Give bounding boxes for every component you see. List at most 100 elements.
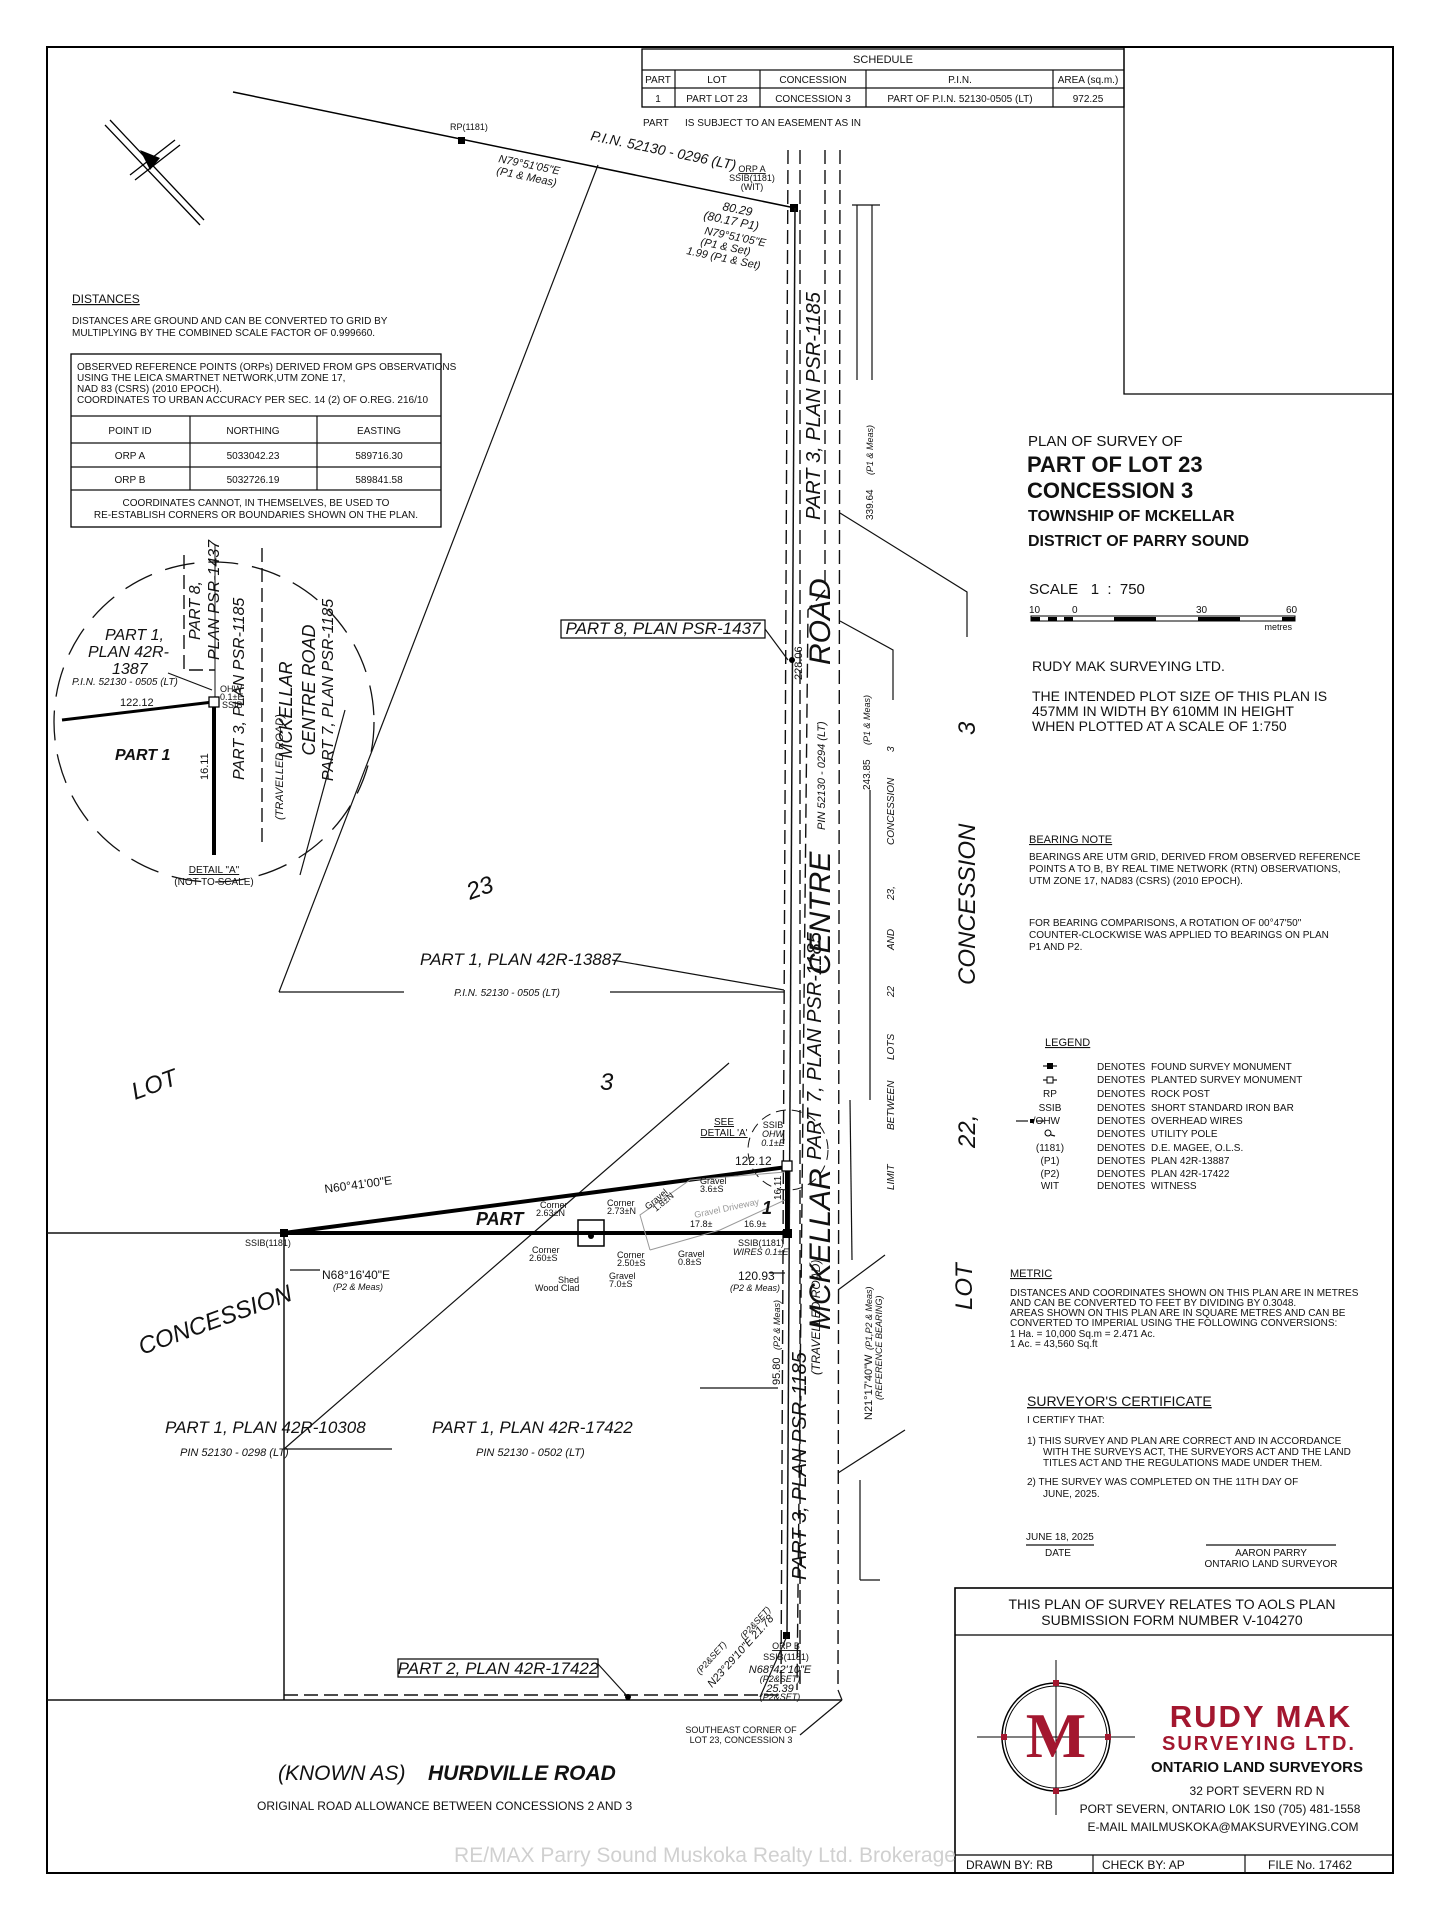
certificate-line: 1) THIS SURVEY AND PLAN ARE CORRECT AND …: [1027, 1436, 1342, 1447]
map-shed-note: Corner: [617, 1250, 645, 1260]
north-arrow-icon: [104, 119, 205, 226]
map-bearing: N68°42'10"E: [749, 1664, 812, 1676]
title-line: CONCESSION 3: [1027, 478, 1193, 503]
bearing-note-line: FOR BEARING COMPARISONS, A ROTATION OF 0…: [1029, 918, 1302, 929]
scale-tick: 30: [1196, 605, 1208, 616]
map-parcel-label: PART 8, PLAN PSR-1437: [566, 619, 762, 638]
map-corner-note: SOUTHEAST CORNER OF: [685, 1725, 797, 1735]
scale-bar: SCALE 1 : 750 10 0 30 60 metres: [1029, 581, 1298, 632]
aols-note-line: THIS PLAN OF SURVEY RELATES TO AOLS PLAN: [1008, 1596, 1335, 1612]
map-distance: 120.93: [738, 1269, 775, 1283]
map-concession-word: CONCESSION: [954, 823, 981, 985]
map-label: SSIB(1181): [245, 1238, 291, 1248]
company-logo: M: [977, 1660, 1135, 1815]
boundary-linework: [47, 91, 968, 1736]
detail-label: 1387: [112, 661, 149, 678]
orp-footer-line: RE-ESTABLISH CORNERS OR BOUNDARIES SHOWN…: [94, 510, 418, 521]
map-distance: 95.80: [771, 1357, 783, 1385]
schedule-header: P.I.N.: [948, 75, 972, 86]
detail-part-label: PART 1: [115, 747, 171, 764]
certificate-line: TITLES ACT AND THE REGULATIONS MADE UNDE…: [1043, 1458, 1322, 1469]
map-bearing: N68°16'40"E: [322, 1268, 390, 1282]
map-part-label: 1: [762, 1198, 772, 1218]
map-distance: 17.8±: [690, 1219, 713, 1229]
orp-table: OBSERVED REFERENCE POINTS (ORPs) DERIVED…: [70, 353, 457, 528]
orp-cell: 589841.58: [355, 475, 403, 486]
legend-meaning: UTILITY POLE: [1151, 1129, 1218, 1140]
map-limit-label: 3: [886, 746, 897, 752]
distances-line: MULTIPLYING BY THE COMBINED SCALE FACTOR…: [72, 328, 375, 339]
map-concession-number: 3: [600, 1069, 614, 1096]
map-shed-note: Shed: [558, 1275, 579, 1285]
detail-label: PART 8,: [187, 581, 204, 640]
detail-distance: 122.12: [120, 697, 154, 709]
found-monument-icon: [790, 204, 798, 212]
certificate-heading: SURVEYOR'S CERTIFICATE: [1027, 1393, 1212, 1409]
plan-title: PLAN OF SURVEY OF PART OF LOT 23 CONCESS…: [1027, 433, 1249, 550]
map-distance: 122.12: [735, 1154, 772, 1168]
map-bearing-source: (P2&SET): [760, 1674, 801, 1684]
legend-meaning: ROCK POST: [1151, 1089, 1210, 1100]
map-distance-source: (P1 & Meas): [862, 695, 872, 745]
detail-note: OHW: [220, 684, 243, 694]
map-part-label: PART: [476, 1209, 525, 1229]
map-road-label: (TRAVELLED ROAD): [809, 1260, 823, 1375]
map-note: OHW: [762, 1129, 786, 1139]
detail-label: PLAN 42R-: [88, 644, 169, 661]
schedule-cell: 1: [655, 94, 661, 105]
orp-intro-line: NAD 83 (CSRS) (2010 EPOCH).: [77, 384, 222, 395]
map-distance: 80.29: [721, 199, 754, 219]
bearing-note: BEARING NOTE BEARINGS ARE UTM GRID, DERI…: [1029, 834, 1361, 953]
company-tagline: ONTARIO LAND SURVEYORS: [1151, 1759, 1363, 1776]
map-shed-note: Wood Clad: [535, 1283, 579, 1293]
legend-symbol: RP: [1043, 1089, 1057, 1100]
detail-label: PLAN PSR-1437: [206, 539, 223, 660]
detail-road-label: CENTRE ROAD: [299, 624, 319, 755]
legend-denotes: DENOTES: [1097, 1089, 1146, 1100]
map-orp-label: ORP A: [738, 164, 765, 174]
map-lot-number: 23: [462, 871, 498, 906]
company-address: 32 PORT SEVERN RD N: [1190, 1784, 1325, 1798]
legend-symbol: (1181): [1036, 1143, 1064, 1154]
orp-footer-line: COORDINATES CANNOT, IN THEMSELVES, BE US…: [123, 498, 390, 509]
schedule-header: LOT: [707, 75, 726, 86]
orp-cell: 5032726.19: [227, 475, 280, 486]
map-shed-note: Corner: [540, 1200, 568, 1210]
orp-header: NORTHING: [226, 426, 279, 437]
map-detail-ref: DETAIL 'A': [700, 1128, 747, 1139]
map-pin-label: PIN 52130 - 0298 (LT): [180, 1447, 289, 1459]
legend-denotes: DENOTES: [1097, 1075, 1146, 1086]
schedule-header: AREA (sq.m.): [1058, 75, 1119, 86]
detail-distance: 16.11: [199, 753, 211, 780]
scale-tick: 10: [1029, 605, 1041, 616]
legend-denotes: DENOTES: [1097, 1181, 1146, 1192]
map-orp-label: ORP B: [772, 1641, 800, 1651]
map-labels: RP(1181) P.I.N. 52130 - 0296 (LT) N79°51…: [128, 122, 981, 1745]
plot-note-line: THE INTENDED PLOT SIZE OF THIS PLAN IS: [1032, 688, 1327, 704]
map-bearing-note: (REFERENCE BEARING): [874, 1295, 884, 1400]
map-parcel-label: PART 2, PLAN 42R-17422: [398, 1659, 599, 1678]
map-distance: 16.11: [773, 1175, 784, 1200]
road-name: HURDVILLE ROAD: [428, 1762, 616, 1785]
orp-cell: ORP B: [115, 475, 146, 486]
map-pin-label: PIN 52130 - 0294 (LT): [816, 721, 828, 830]
metric-line: 1 Ac. = 43,560 Sq.ft: [1010, 1339, 1098, 1350]
legend-meaning: SHORT STANDARD IRON BAR: [1151, 1103, 1294, 1114]
map-pin-label: P.I.N. 52130 - 0296 (LT): [589, 127, 737, 173]
map-road-name: MCKELLAR: [804, 1168, 837, 1330]
overhead-wire-icon: [1016, 1119, 1044, 1123]
map-gravel-note: 3.6±S: [700, 1184, 723, 1194]
orp-cell: ORP A: [115, 451, 146, 462]
map-pin-label: P.I.N. 52130 - 0505 (LT): [454, 988, 560, 999]
map-note: SSIB: [763, 1120, 784, 1130]
detail-title: DETAIL "A": [189, 865, 240, 876]
planted-monument-icon: [1043, 1076, 1057, 1084]
map-label: (WIT): [741, 182, 764, 192]
map-label: SSIB(1181): [763, 1652, 809, 1662]
orp-intro-line: COORDINATES TO URBAN ACCURACY PER SEC. 1…: [77, 395, 428, 406]
map-road-parcel-label: PART 3, PLAN PSR-1185: [803, 291, 825, 520]
map-concession-number: 3: [954, 721, 981, 735]
legend-denotes: DENOTES: [1097, 1129, 1146, 1140]
file-number: FILE No. 17462: [1268, 1858, 1352, 1872]
